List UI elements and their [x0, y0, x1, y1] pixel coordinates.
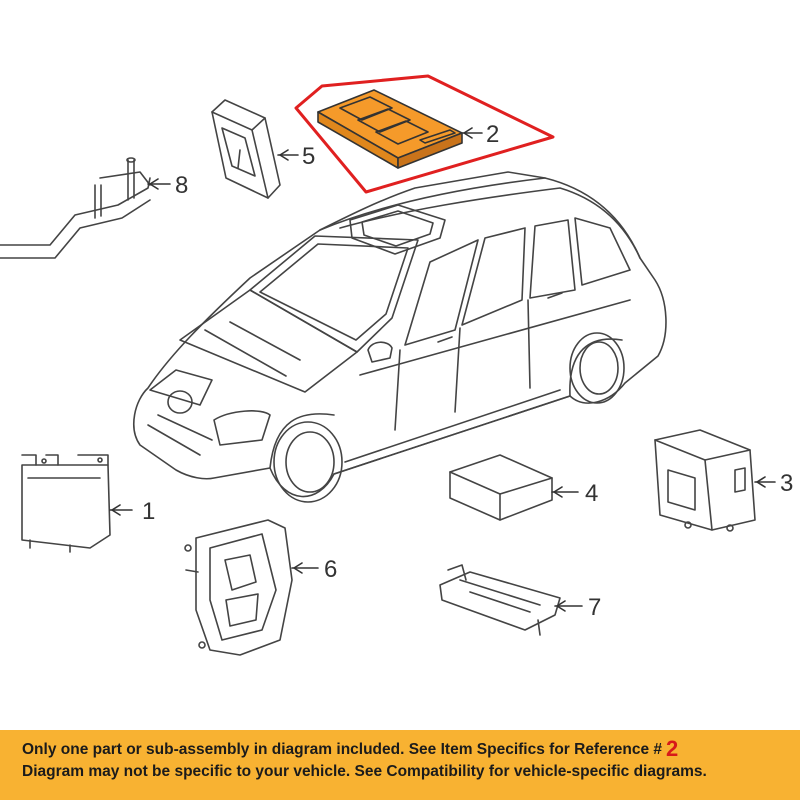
reference-number: 2: [666, 736, 679, 761]
callout-7: 7: [554, 594, 601, 621]
part-7-bracket: [439, 564, 561, 636]
callout-6-label: 6: [324, 556, 337, 583]
vehicle-illustration: [133, 171, 667, 503]
callout-4: 4: [551, 480, 598, 507]
part-2-roof-control-module: [294, 74, 555, 194]
parts-diagram: 1 2 3 4 5 6 7 8: [0, 74, 793, 656]
callout-1-label: 1: [142, 498, 155, 525]
callout-5: 5: [277, 143, 315, 170]
disclaimer-banner: Only one part or sub-assembly in diagram…: [0, 730, 800, 800]
part-8-bracket: [0, 157, 151, 259]
callout-8: 8: [147, 172, 188, 199]
part-6-bracket-assembly: [184, 519, 293, 656]
callout-1: 1: [109, 498, 155, 525]
part-2-highlight-outline: [294, 74, 555, 194]
disclaimer-line-2: Diagram may not be specific to your vehi…: [22, 763, 707, 780]
callout-4-label: 4: [585, 480, 598, 507]
disclaimer-text-1: Only one part or sub-assembly in diagram…: [22, 741, 663, 758]
callout-6: 6: [291, 556, 337, 583]
callout-5-label: 5: [302, 143, 315, 170]
disclaimer-line-1: Only one part or sub-assembly in diagram…: [22, 738, 790, 761]
callout-7-label: 7: [588, 594, 601, 621]
callout-2: 2: [461, 121, 499, 148]
part-4-module: [449, 454, 553, 521]
callout-3: 3: [754, 470, 793, 497]
callout-8-label: 8: [175, 172, 188, 199]
part-3-module: [654, 429, 756, 532]
part-1-module: [21, 454, 111, 553]
part-5-module: [211, 99, 281, 199]
callout-3-label: 3: [780, 470, 793, 497]
callout-2-label: 2: [486, 121, 499, 148]
